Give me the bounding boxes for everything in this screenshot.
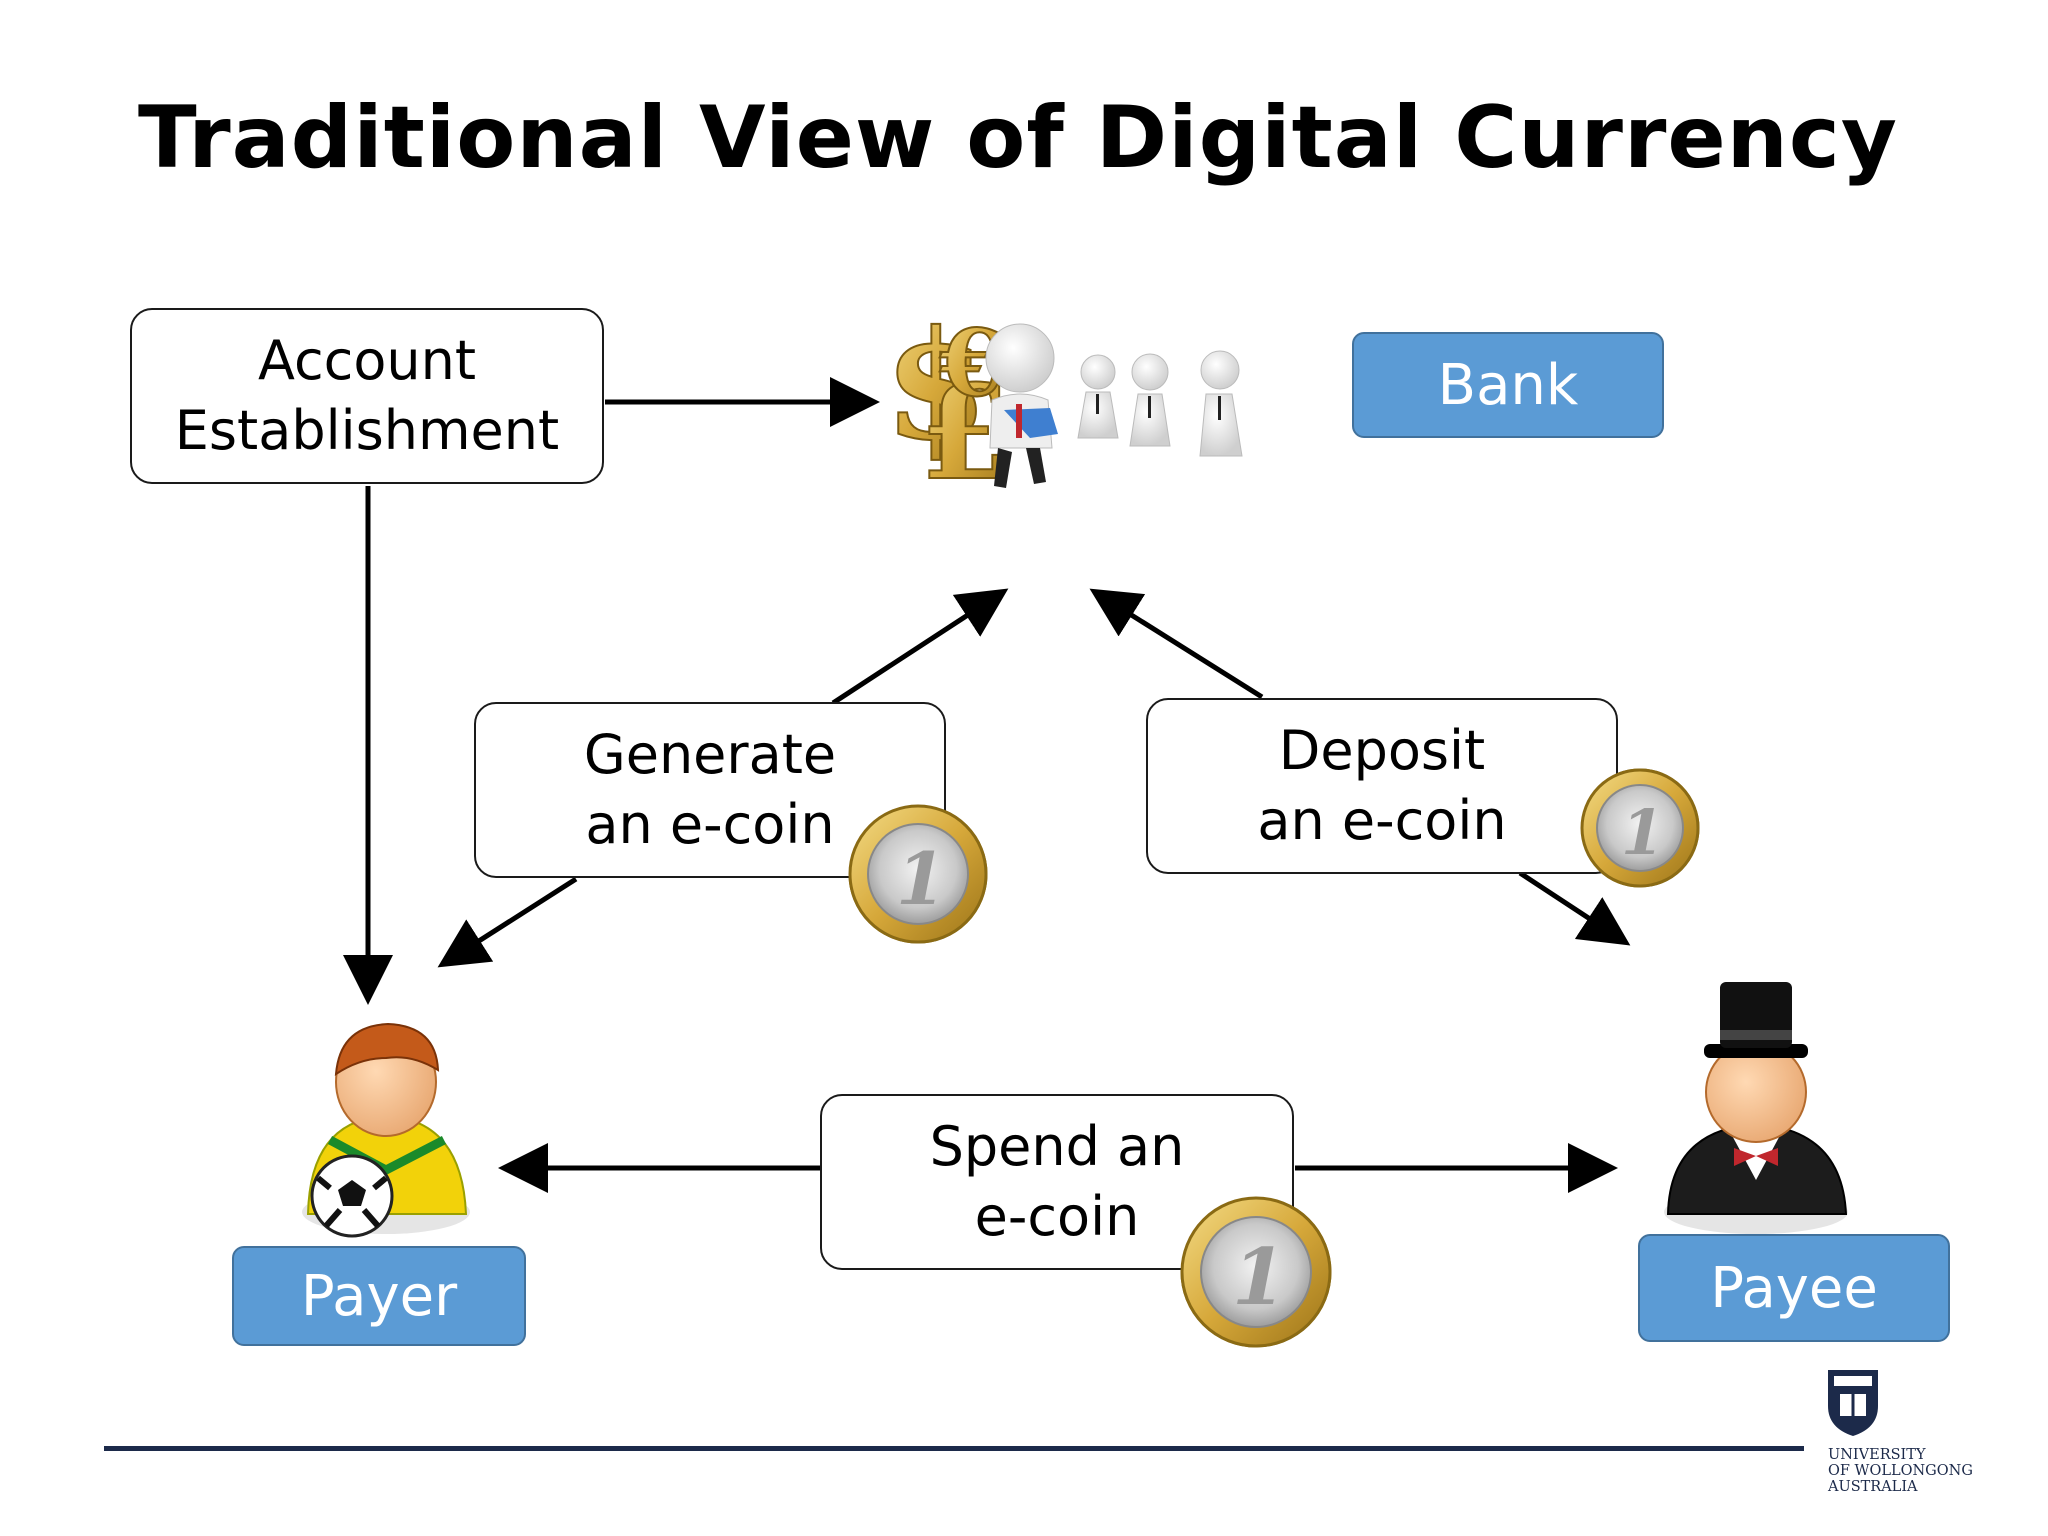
university-logo-text: UNIVERSITY OF WOLLONGONG AUSTRALIA [1828, 1447, 1973, 1495]
arrow-deposit-to-payee [1518, 870, 1631, 946]
university-line3: AUSTRALIA [1828, 1479, 1918, 1495]
deposit-line1: Deposit [1278, 719, 1486, 782]
deposit-ecoin-box: Deposit an e-coin [1146, 698, 1618, 874]
university-line1: UNIVERSITY [1828, 1447, 1926, 1463]
spend-line2: e-coin [974, 1185, 1140, 1248]
account-establishment-box: Account Establishment [130, 308, 604, 484]
coin-deposit-label: 1 [1621, 796, 1664, 869]
payer-label: Payer [232, 1246, 526, 1346]
svg-text:$: $ [884, 298, 988, 474]
deposit-line2: an e-coin [1257, 789, 1507, 852]
generate-line1: Generate [583, 723, 837, 786]
bank-label: Bank [1352, 332, 1664, 438]
university-crest-icon [1828, 1370, 1878, 1436]
account-establishment-line1: Account [257, 329, 477, 392]
arrow-generate-to-payer [437, 876, 578, 968]
spend-line1: Spend an [929, 1115, 1185, 1178]
generate-ecoin-box: Generate an e-coin [474, 702, 946, 878]
arrow-deposit-to-bank [1089, 588, 1264, 700]
footer-rule [104, 1446, 1804, 1451]
spend-ecoin-box: Spend an e-coin [820, 1094, 1294, 1270]
payee-label: Payee [1638, 1234, 1950, 1342]
university-line2: OF WOLLONGONG [1828, 1463, 1973, 1479]
account-establishment-line2: Establishment [174, 399, 560, 462]
arrow-generate-to-bank [831, 588, 1009, 706]
generate-line2: an e-coin [585, 793, 835, 856]
payer-illustration [302, 1022, 470, 1238]
bank-illustration: $ £ € [883, 297, 1243, 510]
slide-title: Traditional View of Digital Currency [138, 88, 1898, 188]
payee-illustration [1664, 982, 1848, 1234]
